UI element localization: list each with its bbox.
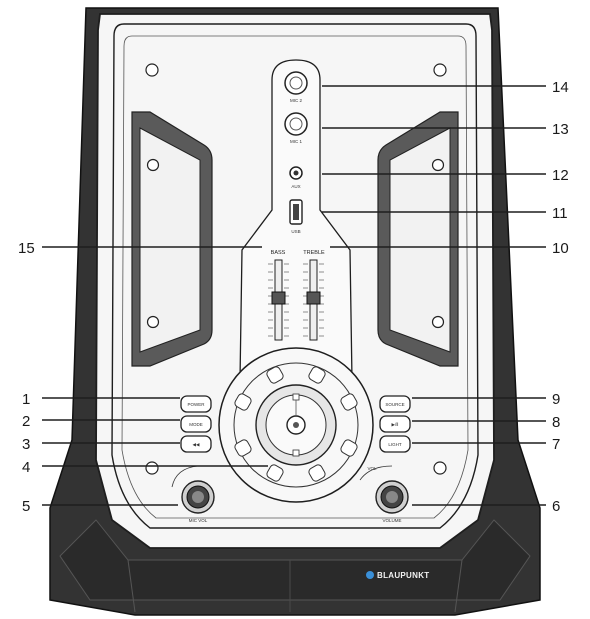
mic2-label: MIC 2 [290,98,302,103]
power-button[interactable] [180,395,212,413]
callout-number-10: 10 [552,240,569,257]
callout-number-11: 11 [552,205,568,222]
aux-label: AUX [291,184,300,189]
callout-number-9: 9 [552,391,560,408]
light-ring-leds [234,366,358,482]
light-label: LIGHT [388,442,402,447]
front-panel-inner-border-2 [121,35,469,519]
mic2-jack-inner [289,76,303,90]
mic1-jack[interactable] [284,112,308,136]
usb-label: USB [291,229,300,234]
handle-recess-left-inner [139,127,201,353]
play-pause-button[interactable] [379,415,411,433]
light-button[interactable] [379,435,411,453]
callout-number-3: 3 [22,436,30,453]
usb-port-slot [293,204,299,220]
woofer-dustcap-center [293,422,299,428]
mode-label: MODE [189,422,203,427]
bevel-line-left [127,559,136,613]
callout-number-4: 4 [22,459,30,476]
handle-recess-right-inner [389,127,451,353]
mic2-jack[interactable] [284,71,308,95]
screw-handle-right-top [431,158,445,172]
screw-handle-left-top [146,158,160,172]
callout-number-13: 13 [552,121,569,138]
light-ring-middle [233,362,359,488]
screw-bottom-right [433,461,447,475]
callout-number-15: 15 [18,240,35,257]
source-label: SOURCE [385,402,404,407]
callout-number-7: 7 [552,436,560,453]
screw-top-left [145,63,159,77]
treble-slider[interactable] [303,259,324,341]
mic1-label: MIC 1 [290,139,302,144]
callout-number-12: 12 [552,167,569,184]
callout-number-8: 8 [552,414,560,431]
skip-back-button[interactable] [180,435,212,453]
volume-label: VOLUME [382,518,401,523]
housing-bottom-bevel [59,519,531,601]
front-panel-inner-border [111,23,479,529]
callout-number-1: 1 [22,391,30,408]
screw-handle-left-bottom [146,315,160,329]
callout-number-14: 14 [552,79,569,96]
bevel-line-right [454,559,463,613]
screw-bottom-left [145,461,159,475]
vol-label: VOL [367,466,377,471]
volume-knob[interactable] [359,465,409,514]
bass-slider[interactable] [268,259,289,341]
bass-label: BASS [271,250,286,256]
aux-jack-inner [293,170,299,176]
screw-handle-right-bottom [431,315,445,329]
brand-logo-dot [366,571,374,579]
bass-slider-knob[interactable] [271,291,286,305]
screws [145,63,447,475]
treble-slider-knob[interactable] [306,291,321,305]
mic-vol-knob[interactable] [171,465,215,514]
brand-name: BLAUPUNKT [377,571,429,580]
screw-top-right [433,63,447,77]
skip-back-icon: ◀◀ [193,442,200,447]
callout-number-6: 6 [552,498,560,515]
power-label: POWER [187,402,205,407]
treble-label: TREBLE [303,250,325,256]
woofer-marker-top [292,393,300,401]
mode-button[interactable] [180,415,212,433]
callout-number-5: 5 [22,498,30,515]
callout-lines [42,85,546,506]
callout-number-2: 2 [22,413,30,430]
source-button[interactable] [379,395,411,413]
woofer-marker-bottom [292,449,300,457]
play-pause-label: ▶/Ⅱ [392,422,399,427]
mic-vol-label: MIC VOL [189,518,208,523]
mic1-jack-inner [289,117,303,131]
